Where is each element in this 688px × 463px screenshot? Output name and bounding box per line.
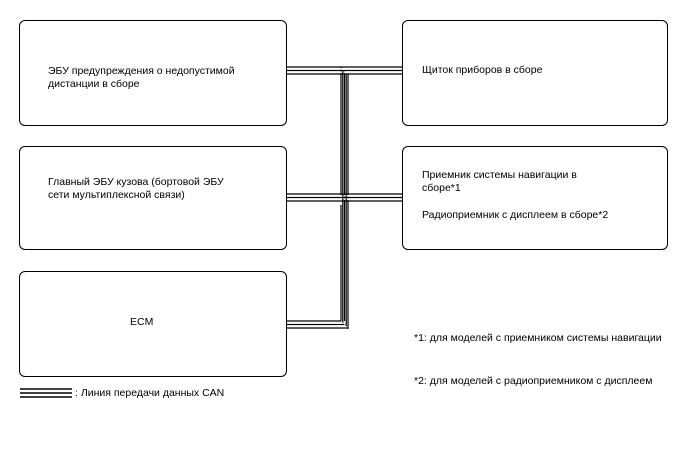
box-radio-receiver-label: Радиоприемник с дисплеем в сборе*2: [422, 209, 609, 221]
box-main-body-ecu-label: Главный ЭБУ кузова (бортовой ЭБУ сети му…: [48, 176, 224, 201]
box-ecm: ECM: [19, 271, 287, 377]
footnote-2: *2: для моделей с радиоприемником с дисп…: [414, 375, 653, 387]
legend-label: : Линия передачи данных CAN: [75, 387, 225, 399]
box-ecm-label: ECM: [130, 316, 154, 328]
box-instrument-panel-label: Щиток приборов в сборе: [422, 64, 543, 76]
box-navigation-radio: Приемник системы навигации в сборе*1 Рад…: [402, 146, 668, 250]
footnote-1: *1: для моделей с приемником системы нав…: [414, 332, 662, 344]
box-navigation-receiver-label: Приемник системы навигации в сборе*1: [422, 169, 577, 194]
box-distance-warning-ecu-label: ЭБУ предупреждения о недопустимой дистан…: [48, 65, 235, 90]
can-bus-lines: [287, 66, 402, 329]
box-main-body-ecu: Главный ЭБУ кузова (бортовой ЭБУ сети му…: [19, 146, 287, 250]
box-distance-warning-ecu: ЭБУ предупреждения о недопустимой дистан…: [19, 20, 287, 126]
box-instrument-panel: Щиток приборов в сборе: [402, 20, 668, 126]
legend-symbol: [20, 388, 72, 398]
